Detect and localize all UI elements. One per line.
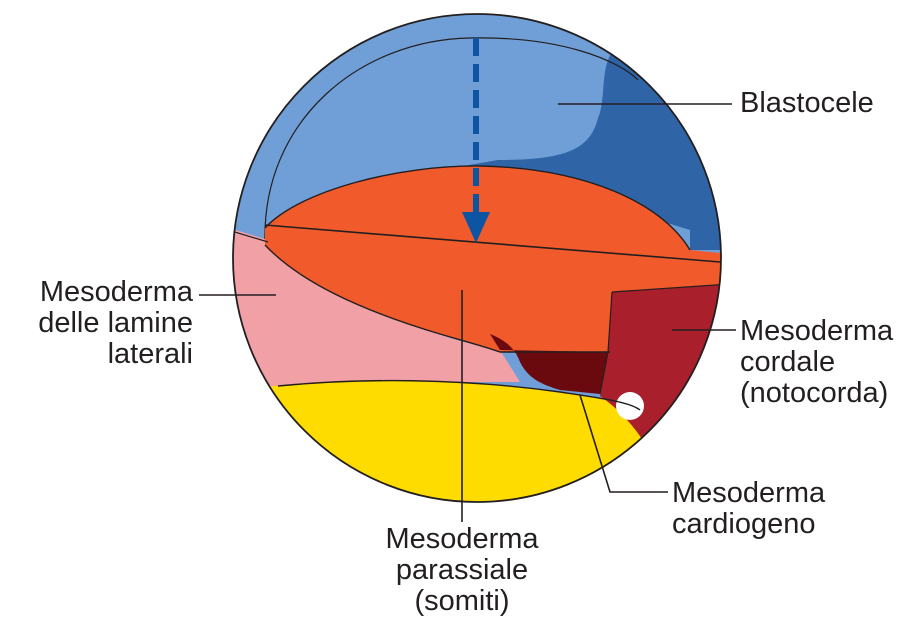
label-parassiale: Mesoderma parassiale (somiti) (362, 524, 562, 617)
label-cardiogeno-line2: cardiogeno (672, 509, 825, 540)
label-parassiale-line2: parassiale (362, 555, 562, 586)
blastopore-notch (616, 392, 644, 420)
label-laterali-line2: delle lamine (38, 308, 193, 339)
label-cordale-line2: cordale (740, 347, 893, 378)
label-laterali: Mesoderma delle lamine laterali (38, 277, 193, 370)
label-cordale: Mesoderma cordale (notocorda) (740, 316, 893, 409)
label-cardiogeno: Mesoderma cardiogeno (672, 478, 825, 540)
label-laterali-line1: Mesoderma (38, 277, 193, 308)
label-parassiale-line1: Mesoderma (362, 524, 562, 555)
label-cordale-line3: (notocorda) (740, 378, 893, 409)
label-laterali-line3: laterali (38, 339, 193, 370)
label-cordale-line1: Mesoderma (740, 316, 893, 347)
label-parassiale-line3: (somiti) (362, 586, 562, 617)
label-blastocele-line1: Blastocele (740, 88, 874, 119)
label-cardiogeno-line1: Mesoderma (672, 478, 825, 509)
label-blastocele: Blastocele (740, 88, 874, 119)
